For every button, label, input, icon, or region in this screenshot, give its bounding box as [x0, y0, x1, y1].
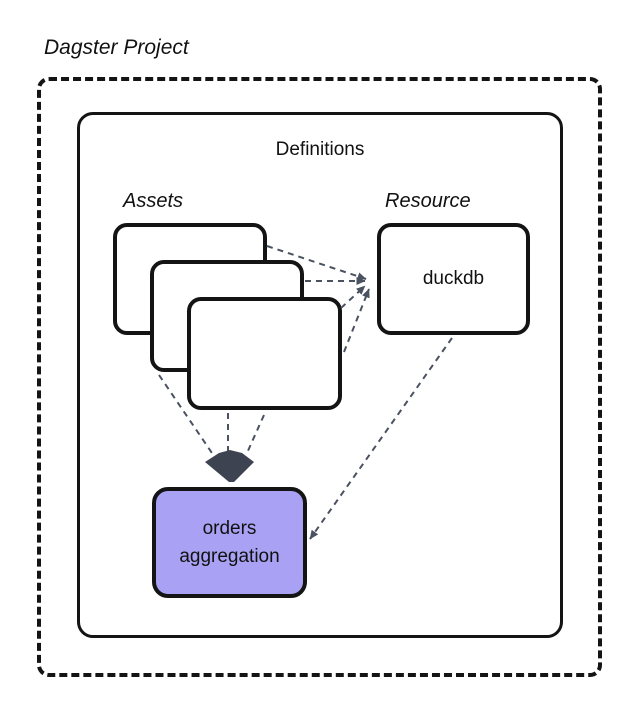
- duckdb-node-label: duckdb: [422, 268, 485, 289]
- dagster-project-boundary: [37, 77, 602, 677]
- assets-label: Assets: [123, 190, 184, 212]
- orders-aggregation-node-label: orders aggregation: [179, 517, 280, 567]
- resource-label: Resource: [385, 190, 471, 212]
- duckdb-resource-node: duckdb: [377, 223, 530, 335]
- definitions-label: Definitions: [275, 139, 365, 160]
- orders-aggregation-node: orders aggregation: [152, 487, 307, 598]
- asset-card-front: [187, 297, 342, 410]
- project-title: Dagster Project: [44, 36, 189, 59]
